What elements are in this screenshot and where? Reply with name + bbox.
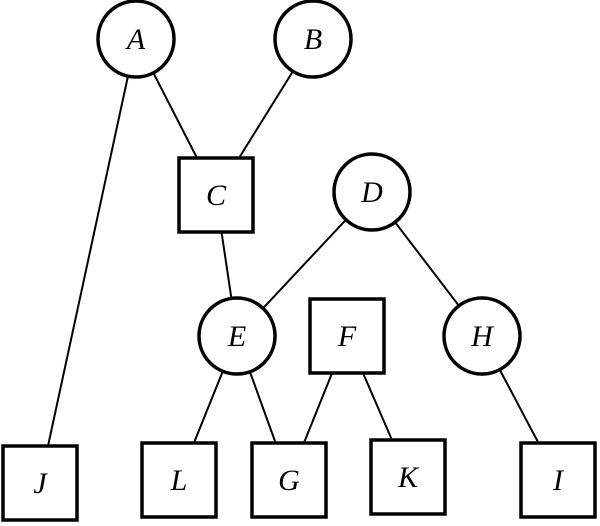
circle-shape (96, 0, 176, 79)
circle-shape (332, 152, 412, 232)
node-a: A (96, 0, 176, 79)
square-shape (140, 441, 218, 519)
node-label: B (304, 23, 322, 56)
node-label: G (278, 464, 300, 497)
edges-layer (47, 70, 540, 447)
node-i: I (519, 441, 597, 519)
node-label: J (33, 467, 48, 500)
square-shape (177, 156, 255, 234)
edge-d-e (262, 219, 347, 309)
node-e: E (197, 296, 277, 376)
node-label: F (337, 320, 357, 353)
edge-e-l (192, 370, 224, 444)
node-label: E (227, 320, 246, 353)
node-b: B (273, 0, 353, 79)
circle-shape (442, 296, 522, 376)
edge-c-e (220, 231, 233, 299)
square-shape (1, 444, 79, 522)
square-shape (308, 297, 386, 375)
node-c: C (177, 156, 255, 234)
node-label: D (360, 176, 383, 209)
edge-h-i (498, 369, 540, 444)
node-j: J (1, 444, 79, 522)
node-label: H (470, 320, 495, 353)
edge-b-c (238, 70, 294, 159)
edge-d-h (394, 221, 460, 307)
circle-shape (197, 296, 277, 376)
node-label: L (170, 464, 188, 497)
edge-a-j (47, 75, 129, 447)
square-shape (369, 438, 447, 516)
edge-f-k (362, 372, 393, 441)
node-label: K (397, 461, 420, 494)
circle-shape (273, 0, 353, 79)
node-label: C (206, 179, 227, 212)
edge-f-g (302, 372, 334, 444)
node-label: A (125, 23, 146, 56)
node-f: F (308, 297, 386, 375)
node-h: H (442, 296, 522, 376)
edge-e-g (248, 371, 277, 444)
node-g: G (250, 441, 328, 519)
square-shape (519, 441, 597, 519)
edge-a-c (152, 72, 198, 159)
node-k: K (369, 438, 447, 516)
square-shape (250, 441, 328, 519)
node-l: L (140, 441, 218, 519)
node-d: D (332, 152, 412, 232)
node-label: I (552, 464, 565, 497)
